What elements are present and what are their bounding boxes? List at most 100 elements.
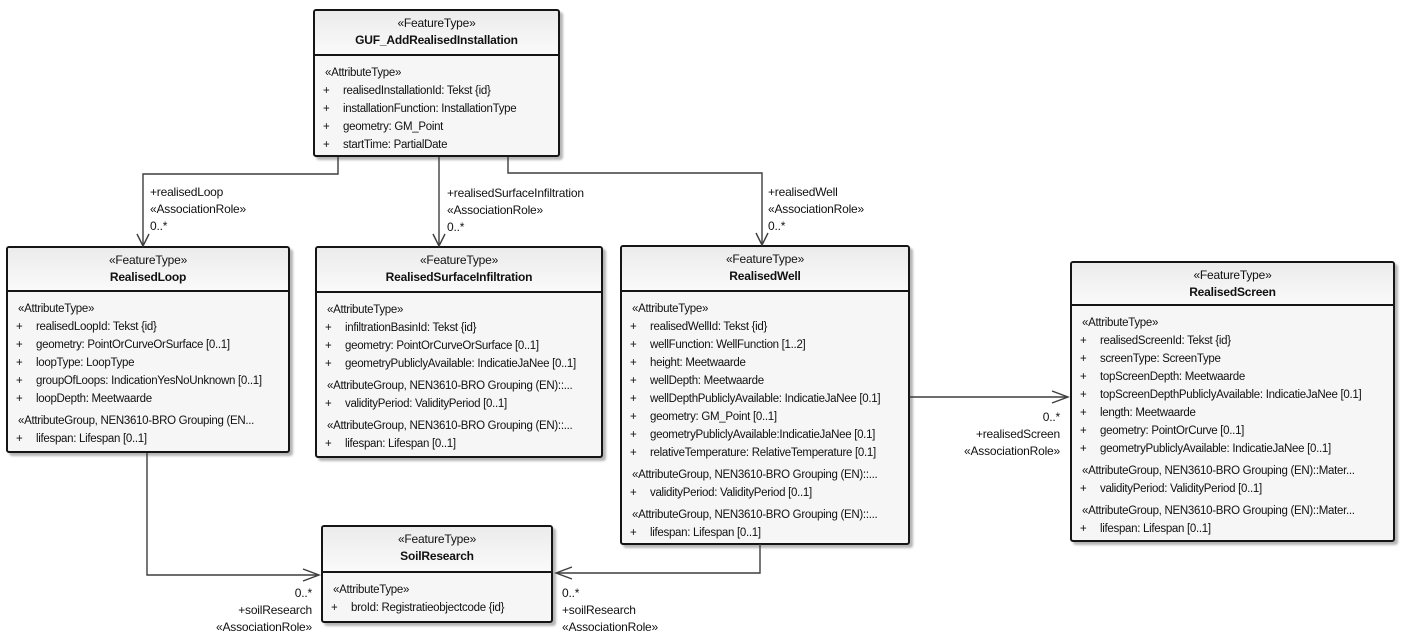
visibility-plus: +	[16, 375, 23, 387]
attribute-text: validityPeriod: ValidityPeriod [0..1]	[1100, 483, 1262, 495]
class-attribute-compartment: «AttributeType»+realisedLoopId: Tekst {i…	[8, 292, 288, 448]
visibility-plus: +	[630, 487, 637, 499]
attribute-group-header: «AttributeGroup, NEN3610-BRO Grouping (E…	[1082, 465, 1355, 477]
attribute-text: screenType: ScreenType	[1100, 353, 1221, 365]
class-attribute-compartment: «AttributeType»+infiltrationBasinId: Tek…	[317, 293, 601, 453]
attribute-group-header: «AttributeGroup, NEN3610-BRO Grouping (E…	[327, 420, 573, 432]
association-label-line: «AssociationRole»	[216, 620, 312, 634]
open-arrowhead	[432, 233, 446, 248]
class-attribute-compartment: «AttributeType»+realisedInstallationId: …	[315, 56, 558, 154]
class-box-soilresearch[interactable]: «FeatureType»SoilResearch«AttributeType»…	[321, 525, 553, 623]
association-label-soilresearch-right: 0..*+soilResearch«AssociationRole»	[562, 585, 658, 636]
attribute-text: geometryPubliclyAvailable:IndicatieJaNee…	[650, 429, 876, 441]
attribute-text: startTime: PartialDate	[343, 139, 448, 151]
class-box-realisedsurfaceinfiltration[interactable]: «FeatureType»RealisedSurfaceInfiltration…	[315, 246, 603, 458]
attribute-row: +relativeTemperature: RelativeTemperatur…	[622, 444, 908, 462]
visibility-plus: +	[1080, 443, 1087, 455]
class-box-realisedwell[interactable]: «FeatureType»RealisedWell «AttributeType»…	[620, 245, 910, 545]
association-realisedscreen[interactable]	[910, 390, 1070, 404]
attribute-text: wellDepth: Meetwaarde	[650, 375, 764, 387]
visibility-plus: +	[323, 85, 330, 97]
attribute-text: height: Meetwaarde	[650, 357, 746, 369]
attribute-row: +lifespan: Lifespan [0..1]	[317, 435, 601, 453]
visibility-plus: +	[1080, 523, 1087, 535]
attribute-row: +lifespan: Lifespan [0..1]	[622, 524, 908, 542]
visibility-plus: +	[630, 339, 637, 351]
visibility-plus: +	[1080, 353, 1087, 365]
visibility-plus: +	[331, 602, 338, 614]
class-stereotype: «FeatureType»	[397, 16, 476, 30]
attribute-text: geometryPubliclyAvailable: IndicatieJaNe…	[345, 358, 576, 370]
attribute-text: infiltrationBasinId: Tekst {id}	[345, 322, 477, 334]
visibility-plus: +	[16, 393, 23, 405]
association-label-line: «AssociationRole»	[150, 202, 246, 216]
attribute-group-header: «AttributeType»	[1082, 317, 1159, 329]
visibility-plus: +	[1080, 371, 1087, 383]
visibility-plus: +	[630, 429, 637, 441]
class-box-realisedscreen[interactable]: «FeatureType»RealisedScreen«AttributeTyp…	[1070, 261, 1395, 542]
attribute-row: +installationFunction: InstallationType	[315, 100, 558, 118]
class-stereotype: «FeatureType»	[1193, 268, 1272, 282]
attribute-row: + wellFunction: WellFunction [1..2]	[622, 336, 908, 354]
attribute-row: +geometry: PointOrCurveOrSurface [0..1]	[8, 336, 288, 354]
attribute-row: +topScreenDepth: Meetwaarde	[1072, 368, 1393, 386]
attribute-row: + geometryPubliclyAvailable: IndicatieJaN…	[317, 355, 601, 373]
association-label-line: «AssociationRole»	[447, 203, 543, 217]
attribute-row: +lifespan: Lifespan [0..1]	[8, 430, 288, 448]
attribute-text: realisedLoopId: Tekst {id}	[36, 321, 157, 333]
class-stereotype: «FeatureType»	[108, 253, 188, 267]
attribute-row: + geometryPubliclyAvailable: IndicatieJaN…	[1072, 440, 1393, 458]
visibility-plus: +	[630, 357, 637, 369]
visibility-plus: +	[1080, 407, 1087, 419]
attribute-row: + loopDepth: Meetwaarde	[8, 390, 288, 408]
attribute-text: geometry: PointOrCurveOrSurface [0..1]	[345, 340, 539, 352]
attribute-text: loopType: LoopType	[36, 357, 135, 369]
attribute-row: + realisedInstallationId: Tekst {id}	[315, 82, 558, 100]
attribute-text: loopDepth: Meetwaarde	[36, 393, 152, 405]
attribute-row: +validityPeriod: ValidityPeriod [0..1]	[317, 395, 601, 413]
attribute-text: geometryPubliclyAvailable: IndicatieJaNe…	[1100, 443, 1331, 455]
attribute-row: +geometry: PointOrCurve [0..1]	[1072, 422, 1393, 440]
open-arrowhead	[554, 566, 573, 580]
attribute-text: lifespan: Lifespan [0..1]	[1100, 523, 1211, 535]
attribute-row: + geometryPubliclyAvailable:IndicatieJaNe…	[622, 426, 908, 444]
attribute-row: +infiltrationBasinId: Tekst {id}	[317, 319, 601, 337]
visibility-plus: +	[325, 358, 332, 370]
visibility-plus: +	[16, 339, 23, 351]
association-soilresearch-from-well[interactable]	[554, 544, 761, 580]
attribute-text: wellFunction: WellFunction [1..2]	[650, 339, 806, 351]
visibility-plus: +	[323, 103, 330, 115]
attribute-row: + broId: Registratieobjectcode {id}	[323, 599, 551, 617]
class-box-guf-addrealisedinstallation[interactable]: «FeatureType»GUF_AddRealisedInstallation…	[313, 9, 560, 157]
open-arrowhead	[1051, 390, 1070, 404]
attribute-text: topScreenDepthPubliclyAvailable: Indicat…	[1100, 389, 1362, 401]
attribute-group-header: «AttributeType»	[632, 303, 709, 315]
association-label-line: 0..*	[294, 586, 312, 600]
class-header: «FeatureType» SoilResearch	[323, 527, 551, 573]
association-label-line: 0..*	[562, 586, 580, 600]
attribute-row: +geometry: GM_Point	[315, 118, 558, 136]
attribute-row: +wellDepth: Meetwaarde	[622, 372, 908, 390]
open-arrowhead	[755, 232, 769, 247]
attribute-row: + lifespan: Lifespan [0..1]	[1072, 520, 1393, 538]
attribute-group-header: «AttributeGroup, NEN3610-BRO Grouping (E…	[327, 380, 573, 392]
class-name: SoilResearch	[400, 549, 474, 563]
attribute-group-header: «AttributeGroup, NEN3610-BRO Grouping (E…	[632, 509, 878, 521]
association-label-line: «AssociationRole»	[768, 202, 864, 216]
association-realisedsurfaceinfiltration[interactable]	[432, 157, 446, 248]
open-arrowhead	[302, 568, 321, 582]
class-header: «FeatureType»RealisedWell	[622, 247, 908, 292]
association-label-realisedloop: +realisedLoop«AssociationRole»0..*	[150, 184, 246, 235]
association-label-line: +soilResearch	[238, 603, 312, 617]
attribute-text: realisedInstallationId: Tekst {id}	[343, 85, 491, 97]
class-stereotype: «FeatureType»	[397, 532, 477, 546]
association-label-line: 0..*	[150, 219, 168, 233]
association-soilresearch-from-loop[interactable]	[146, 453, 321, 582]
attribute-text: broId: Registratieobjectcode {id}	[351, 602, 505, 614]
class-attribute-compartment: «AttributeType»+realisedWellId: Tekst {i…	[622, 292, 908, 542]
attribute-row: +startTime: PartialDate	[315, 136, 558, 154]
class-box-realisedloop[interactable]: «FeatureType»RealisedLoop«AttributeType»…	[6, 246, 290, 453]
visibility-plus: +	[1080, 425, 1087, 437]
association-label-line: +realisedSurfaceInfiltration	[447, 186, 584, 200]
